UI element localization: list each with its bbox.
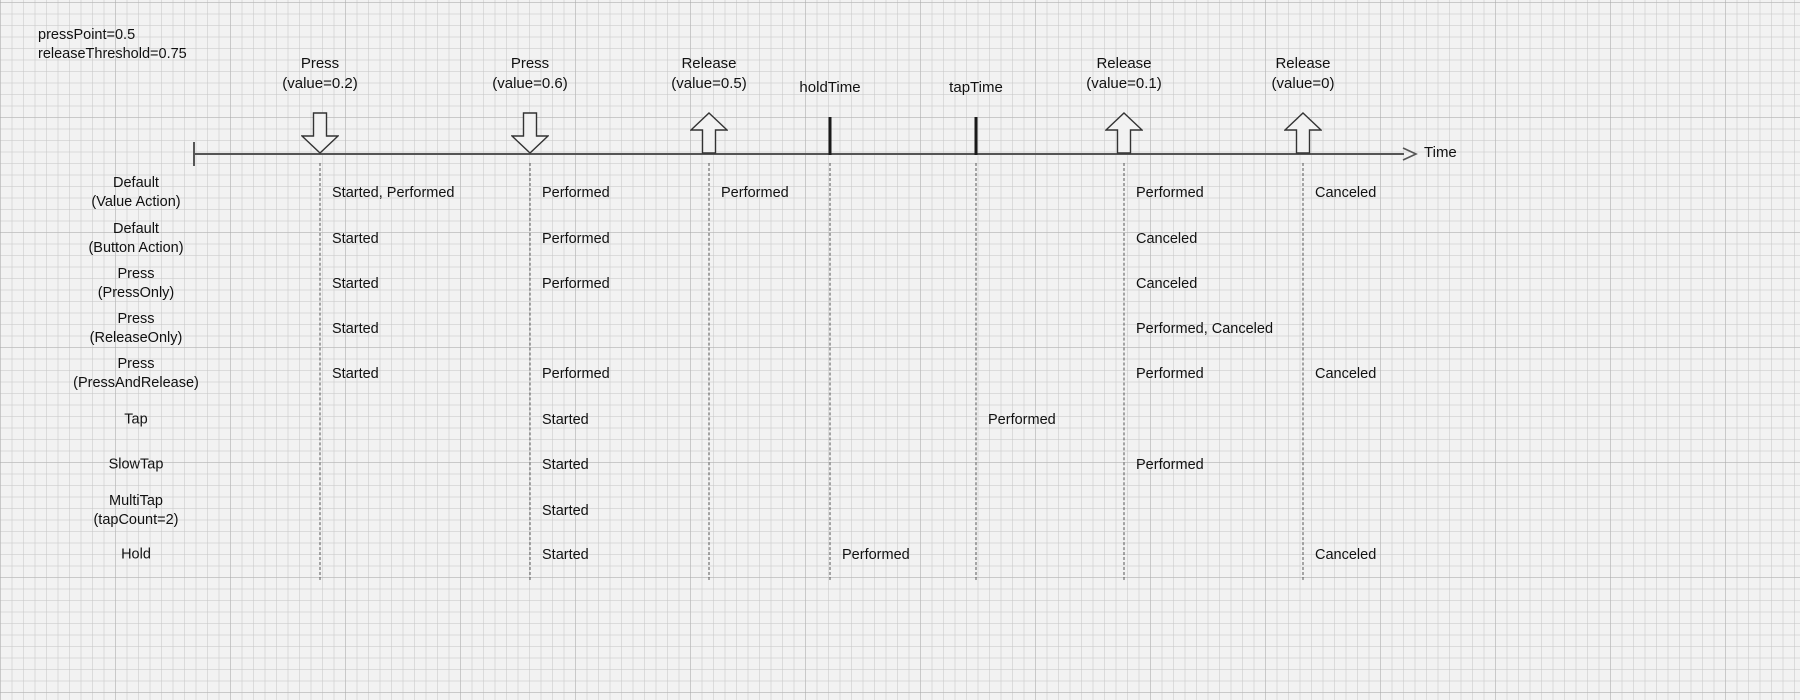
row-label-text: Hold: [0, 546, 272, 565]
event-detail: (value=0): [1271, 75, 1335, 92]
cell-hold-hold-time: Performed: [842, 547, 910, 563]
cell-default-button-action-press-2: Performed: [542, 231, 610, 247]
guide-line-release-2: [1123, 163, 1125, 580]
event-title: Release: [681, 55, 737, 72]
row-label-line2: (Button Action): [88, 240, 184, 256]
row-label-line1: Default: [113, 221, 159, 237]
cell-press-pressandrelease-press-1: Started: [332, 366, 379, 382]
cell-hold-press-2: Started: [542, 547, 589, 563]
row-label-text: Tap: [0, 411, 272, 430]
press-point-text: pressPoint=0.5: [38, 27, 136, 43]
row-label-line2: (Value Action): [91, 194, 181, 210]
row-label-line1: Press: [117, 266, 155, 282]
cell-press-pressonly-release-2: Canceled: [1136, 276, 1198, 292]
cell-tap-tap-time: Performed: [988, 412, 1056, 428]
time-axis-caption: Time: [1424, 144, 1457, 161]
row-label-line1: Press: [117, 311, 155, 327]
guide-line-release-1: [708, 163, 710, 580]
cell-press-pressandrelease-release-3: Canceled: [1315, 366, 1377, 382]
row-label-line1: MultiTap: [109, 493, 163, 509]
time-axis-line: [193, 153, 1404, 155]
guide-line-tap-time: [975, 163, 977, 580]
row-label-line2: (PressOnly): [97, 285, 175, 301]
guide-line-press-2: [529, 163, 531, 580]
event-label-hold-time: holdTime: [799, 78, 860, 98]
cell-press-releaseonly-press-1: Started: [332, 321, 379, 337]
cell-multitap-press-2: Started: [542, 503, 589, 519]
cell-default-button-action-press-1: Started: [332, 231, 379, 247]
cell-default-value-action-release-1: Performed: [721, 185, 789, 201]
release-threshold-text: releaseThreshold=0.75: [38, 46, 187, 62]
cell-default-value-action-release-3: Canceled: [1315, 185, 1377, 201]
cell-slowtap-release-2: Performed: [1136, 457, 1204, 473]
release-arrow-up-icon: [690, 112, 728, 154]
guide-line-release-3: [1302, 163, 1304, 580]
cell-press-pressonly-press-2: Performed: [542, 276, 610, 292]
row-label-line1: Press: [117, 356, 155, 372]
event-label-press-2: Press (value=0.6): [492, 54, 567, 94]
release-arrow-up-icon: [1105, 112, 1143, 154]
event-title: Release: [1275, 55, 1331, 72]
row-label-text: Press (PressOnly): [0, 265, 272, 303]
cell-hold-release-3: Canceled: [1315, 547, 1377, 563]
event-title: holdTime: [799, 79, 861, 96]
event-detail: (value=0.6): [492, 75, 568, 92]
event-detail: (value=0.5): [671, 75, 747, 92]
event-title: Press: [300, 55, 340, 72]
time-axis-arrow-icon: [1402, 147, 1418, 166]
row-label-text: Default (Value Action): [0, 174, 272, 212]
press-arrow-down-icon: [511, 112, 549, 154]
row-label-line1: Tap: [124, 411, 148, 428]
parameters-note: pressPoint=0.5 releaseThreshold=0.75: [38, 26, 187, 64]
row-label-line2: (tapCount=2): [93, 512, 179, 528]
cell-default-value-action-press-1: Started, Performed: [332, 185, 455, 201]
event-title: Release: [1096, 55, 1152, 72]
event-label-release-3: Release (value=0): [1272, 54, 1335, 94]
axis-tick-hold-time: [828, 117, 832, 155]
event-label-release-1: Release (value=0.5): [671, 54, 746, 94]
cell-press-pressonly-press-1: Started: [332, 276, 379, 292]
guide-line-hold-time: [829, 163, 831, 580]
cell-press-pressandrelease-release-2: Performed: [1136, 366, 1204, 382]
cell-tap-press-2: Started: [542, 412, 589, 428]
row-label-line2: (PressAndRelease): [73, 375, 199, 391]
row-label-text: Default (Button Action): [0, 220, 272, 258]
cell-press-pressandrelease-press-2: Performed: [542, 366, 610, 382]
row-label-text: SlowTap: [0, 456, 272, 475]
cell-press-releaseonly-release-2: Performed, Canceled: [1136, 321, 1274, 337]
cell-default-value-action-press-2: Performed: [542, 185, 610, 201]
event-label-press-1: Press (value=0.2): [282, 54, 357, 94]
row-label-text: MultiTap (tapCount=2): [0, 492, 272, 530]
cell-default-value-action-release-2: Performed: [1136, 185, 1204, 201]
event-label-release-2: Release (value=0.1): [1086, 54, 1161, 94]
release-arrow-up-icon: [1284, 112, 1322, 154]
press-arrow-down-icon: [301, 112, 339, 154]
event-detail: (value=0.2): [282, 75, 358, 92]
cell-slowtap-press-2: Started: [542, 457, 589, 473]
event-label-tap-time: tapTime: [949, 78, 1003, 98]
row-label-line1: SlowTap: [108, 456, 164, 473]
row-label-text: Press (ReleaseOnly): [0, 310, 272, 348]
row-label-text: Press (PressAndRelease): [0, 355, 272, 393]
event-title: Press: [510, 55, 550, 72]
event-title: tapTime: [949, 79, 1003, 96]
row-label-line2: (ReleaseOnly): [89, 330, 183, 346]
row-label-line1: Hold: [121, 546, 151, 563]
event-detail: (value=0.1): [1086, 75, 1162, 92]
guide-line-press-1: [319, 163, 321, 580]
row-label-line1: Default: [113, 175, 159, 191]
axis-tick-tap-time: [974, 117, 978, 155]
cell-default-button-action-release-2: Canceled: [1136, 231, 1198, 247]
